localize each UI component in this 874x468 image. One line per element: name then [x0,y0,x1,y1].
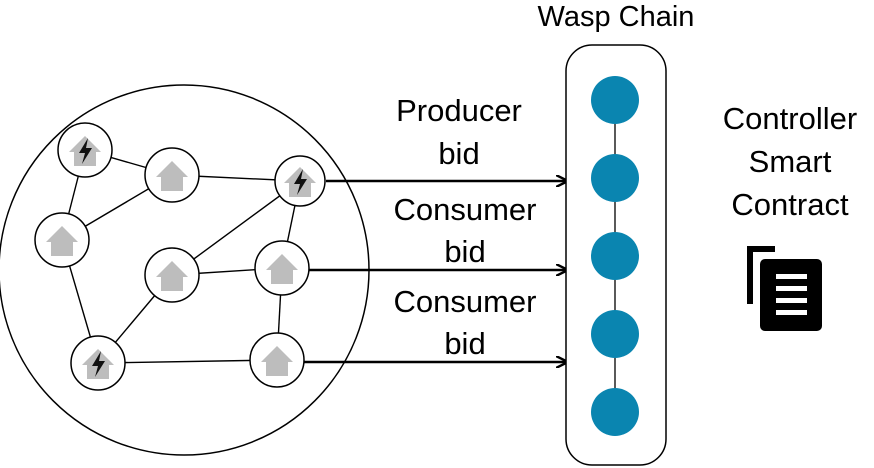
chain-block-5 [591,388,639,436]
contract-label-line3: Contract [731,187,849,222]
consumer-bid-label-1-line2: bid [444,234,485,269]
chain-block-2 [591,154,639,202]
chain-title: Wasp Chain [538,1,695,33]
node-producer-3 [70,335,126,391]
chain-block-1 [591,76,639,124]
producer-bid-label-line2: bid [438,136,479,171]
chain-block-3 [591,232,639,280]
contract-label-line1: Controller [723,101,857,136]
node-consumer-3 [144,247,200,303]
consumer-bid-label-1-line1: Consumer [394,192,537,227]
contract-label-line2: Smart [749,144,832,179]
chain-block-4 [591,310,639,358]
producer-bid-label-line1: Producer [396,93,522,128]
node-consumer-2 [34,212,90,268]
consumer-bid-label-2-line1: Consumer [394,284,537,319]
document-stack-icon [747,246,822,331]
node-producer-2 [274,155,326,207]
node-consumer-5 [249,332,305,388]
consumer-bid-label-2-line2: bid [444,326,485,361]
node-consumer-1 [144,147,200,203]
chain-blocks [591,76,639,436]
node-producer-1 [57,122,113,178]
node-consumer-4 [254,240,310,296]
